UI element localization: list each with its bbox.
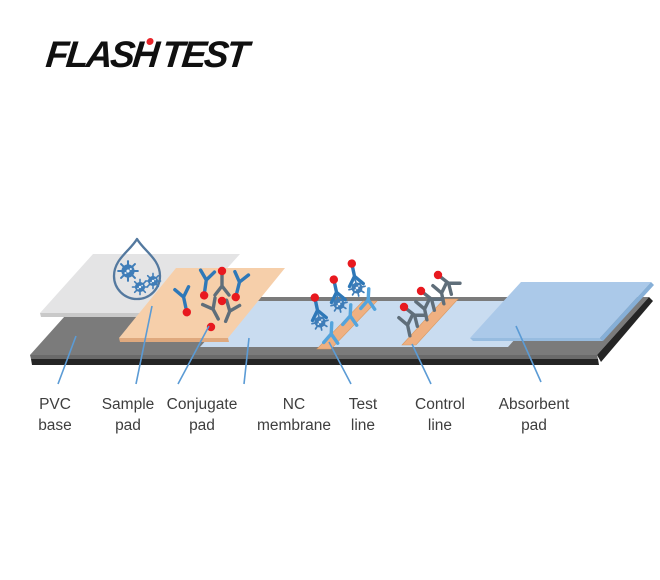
gold-particle-icon	[399, 302, 409, 312]
label-line: pad	[115, 417, 141, 434]
label-line: line	[350, 417, 376, 434]
label-line: NC	[282, 396, 306, 413]
conjugate-antibody	[196, 268, 217, 300]
label-line: pad	[521, 417, 547, 434]
gold-particle-icon	[329, 275, 339, 284]
gold-particle-icon	[433, 270, 443, 280]
label-test-line: Test line	[301, 394, 425, 436]
conjugate-antibodies	[173, 266, 251, 332]
gold-particle-icon	[206, 322, 216, 332]
label-line: line	[427, 417, 453, 434]
label-sample-pad: Sample pad	[66, 394, 190, 436]
leader-line-absorbent-pad	[515, 325, 542, 383]
label-control-line: Control line	[378, 394, 502, 436]
gold-particle-icon	[182, 308, 192, 317]
leader-line-control-line	[411, 343, 432, 385]
leader-line-sample-pad	[135, 305, 153, 385]
leader-line-conjugate-pad	[177, 325, 210, 385]
virus-icon	[144, 272, 162, 290]
label-line: base	[38, 417, 72, 434]
test-line-complex	[325, 275, 360, 327]
conjugate-antibody	[228, 269, 251, 302]
label-conjugate-pad: Conjugate pad	[140, 394, 264, 436]
gold-particle-icon	[347, 259, 357, 268]
label-nc-membrane: NC membrane	[232, 394, 356, 436]
gold-particle-icon	[310, 293, 320, 302]
gold-particle-icon	[217, 266, 227, 276]
droplet-icon	[112, 237, 162, 301]
test-line-complex	[343, 259, 378, 311]
label-line: PVC	[39, 396, 71, 413]
control-line-complex	[414, 285, 445, 323]
leader-line-pvc-base	[57, 335, 77, 385]
label-line: Sample	[101, 396, 155, 413]
gold-particle-icon	[416, 286, 426, 296]
gold-particle-icon	[199, 291, 209, 300]
gold-particle-icon	[231, 292, 240, 302]
conjugate-antibody	[173, 285, 195, 317]
label-pvc-base: PVC base	[0, 394, 117, 436]
test-line-complexes	[306, 259, 378, 345]
label-absorbent-pad: Absorbent pad	[472, 394, 596, 436]
control-line-complex	[431, 269, 462, 307]
leader-line-nc-membrane	[243, 337, 250, 385]
label-line: Control	[415, 396, 465, 413]
antibody-icon	[343, 262, 365, 289]
gold-particle-icon	[217, 296, 227, 306]
absorbent-pad	[470, 282, 654, 341]
virus-icon	[117, 260, 139, 282]
leader-lines	[57, 305, 542, 385]
leader-line-test-line	[328, 341, 352, 385]
label-line: Conjugate	[166, 396, 238, 413]
control-line-complex	[397, 301, 428, 339]
label-line: Absorbent	[498, 396, 570, 413]
control-line-complexes	[397, 269, 462, 339]
control-line-strip	[401, 298, 459, 346]
nc-membrane	[200, 301, 549, 347]
test-line-complex	[306, 293, 341, 345]
label-line: Test	[348, 396, 378, 413]
label-line: pad	[189, 417, 215, 434]
label-line: membrane	[256, 417, 332, 434]
sample-droplet	[112, 237, 162, 301]
